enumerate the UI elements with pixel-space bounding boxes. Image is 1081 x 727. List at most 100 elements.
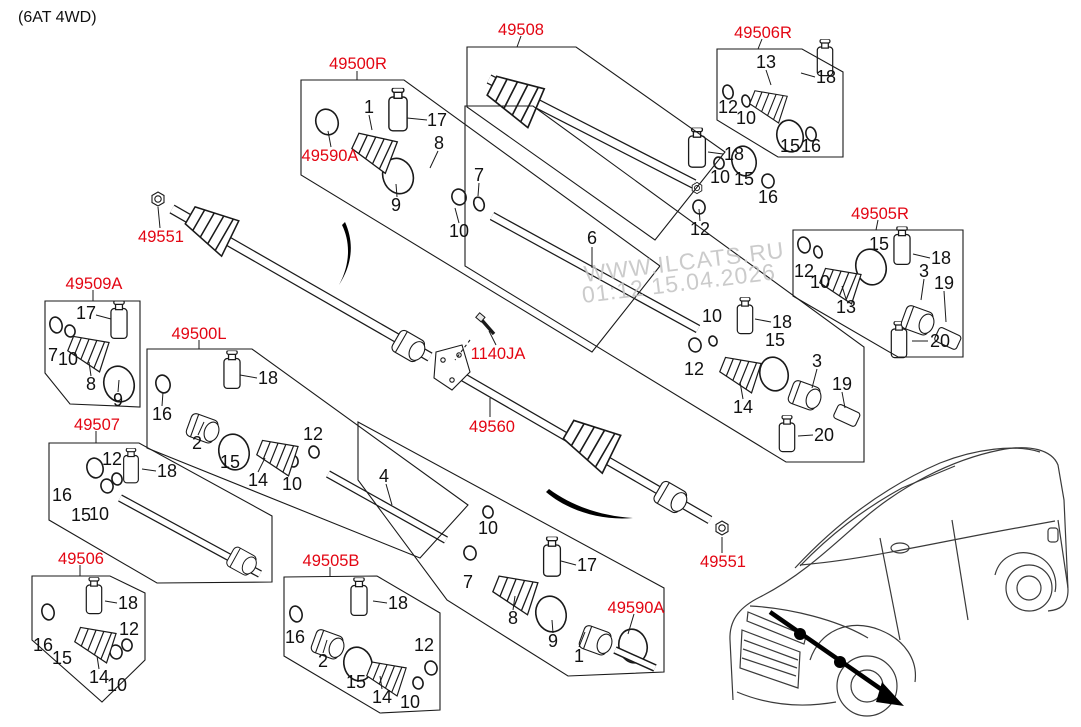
- callout-4: 4: [379, 466, 389, 486]
- callout-14: 14: [372, 687, 392, 707]
- leader-line: [385, 483, 393, 506]
- callout-14: 14: [733, 397, 753, 417]
- leader-line: [698, 208, 701, 222]
- callout-1: 1: [574, 646, 584, 666]
- leader-lines-layer: [79, 35, 947, 690]
- leader-line: [800, 72, 816, 78]
- leader-line: [739, 381, 744, 400]
- leader-line: [257, 457, 266, 473]
- callout-18: 18: [931, 248, 951, 268]
- part-label-49551: 49551: [700, 553, 746, 571]
- callout-19: 19: [934, 273, 954, 293]
- box-49508: [466, 46, 726, 241]
- callout-3: 3: [812, 351, 822, 371]
- watermark: WWW.ILCATS.RU 01:12 15.04.2026: [580, 237, 785, 308]
- callout-10: 10: [58, 349, 78, 369]
- shaft-49508: [481, 66, 703, 195]
- callout-10: 10: [710, 167, 730, 187]
- driveline-arrow: [768, 610, 904, 706]
- callout-8: 8: [508, 608, 518, 628]
- callout-15: 15: [71, 505, 91, 525]
- part-label-49509A: 49509A: [66, 275, 123, 293]
- leader-line: [551, 619, 554, 634]
- stub-19-right: [934, 327, 962, 350]
- shaft-49507: [118, 494, 262, 579]
- callout-8: 8: [86, 374, 96, 394]
- callout-12: 12: [718, 97, 738, 117]
- leader-line: [512, 595, 516, 611]
- callout-6: 6: [587, 228, 597, 248]
- callout-20: 20: [814, 425, 834, 445]
- box-left-outer-joint: [357, 421, 665, 677]
- bearing-bracket: [433, 344, 471, 391]
- callout-12: 12: [303, 424, 323, 444]
- leader-line: [560, 560, 577, 566]
- left-driveshaft: [151, 191, 433, 366]
- callout-15: 15: [346, 672, 366, 692]
- callout-7: 7: [474, 165, 484, 185]
- callout-12: 12: [690, 219, 710, 239]
- callout-16: 16: [285, 627, 305, 647]
- leader-line: [754, 318, 772, 323]
- leader-line: [372, 600, 388, 604]
- callout-12: 12: [414, 635, 434, 655]
- callout-18: 18: [118, 593, 138, 613]
- callout-16: 16: [801, 136, 821, 156]
- part-label-49590A: 49590A: [302, 147, 359, 165]
- callout-14: 14: [89, 667, 109, 687]
- callout-17: 17: [577, 555, 597, 575]
- shaft-6: [489, 212, 701, 333]
- leader-line: [627, 613, 635, 635]
- shaft-49560: [433, 312, 729, 536]
- box-49500L: [146, 348, 469, 559]
- box-49506: [31, 575, 146, 703]
- leader-line: [141, 468, 157, 472]
- leader-line: [406, 117, 428, 121]
- box-49500R: [300, 79, 661, 353]
- leader-line: [429, 150, 439, 169]
- callout-10: 10: [89, 504, 109, 524]
- callout-9: 9: [391, 195, 401, 215]
- leader-line: [516, 35, 522, 48]
- leader-line: [875, 219, 879, 231]
- callout-18: 18: [388, 593, 408, 613]
- leader-line: [797, 434, 814, 437]
- callout-2: 2: [318, 651, 328, 671]
- part-label-49506R: 49506R: [734, 24, 792, 42]
- leader-line: [811, 368, 818, 389]
- stub-19-inner: [833, 404, 861, 427]
- leader-line: [943, 290, 947, 323]
- swoosh-left: [339, 222, 351, 285]
- callout-12: 12: [684, 359, 704, 379]
- callout-15: 15: [734, 169, 754, 189]
- box-49505B: [283, 575, 441, 714]
- leader-line: [477, 182, 480, 197]
- callout-7: 7: [463, 572, 473, 592]
- part-label-49590A: 49590A: [608, 599, 665, 617]
- leader-line: [95, 314, 112, 320]
- leader-line: [395, 183, 398, 198]
- leader-line: [96, 655, 100, 670]
- callout-18: 18: [157, 461, 177, 481]
- leader-line: [88, 361, 92, 377]
- callout-12: 12: [119, 619, 139, 639]
- box-49506R: [716, 48, 844, 158]
- part-label-49551: 49551: [138, 228, 184, 246]
- callout-16: 16: [33, 635, 53, 655]
- leader-line: [157, 206, 161, 229]
- callout-17: 17: [427, 110, 447, 130]
- box-49507: [48, 442, 273, 584]
- leader-line: [161, 391, 164, 407]
- driveshaft-artwork: [41, 39, 1069, 717]
- kit-boxes-layer: [31, 46, 964, 714]
- callout-10: 10: [810, 272, 830, 292]
- part-label-49506: 49506: [58, 550, 104, 568]
- callout-10: 10: [702, 306, 722, 326]
- callout-10: 10: [400, 692, 420, 712]
- leader-line: [757, 38, 763, 50]
- leader-line: [327, 130, 332, 148]
- leader-line: [239, 374, 258, 379]
